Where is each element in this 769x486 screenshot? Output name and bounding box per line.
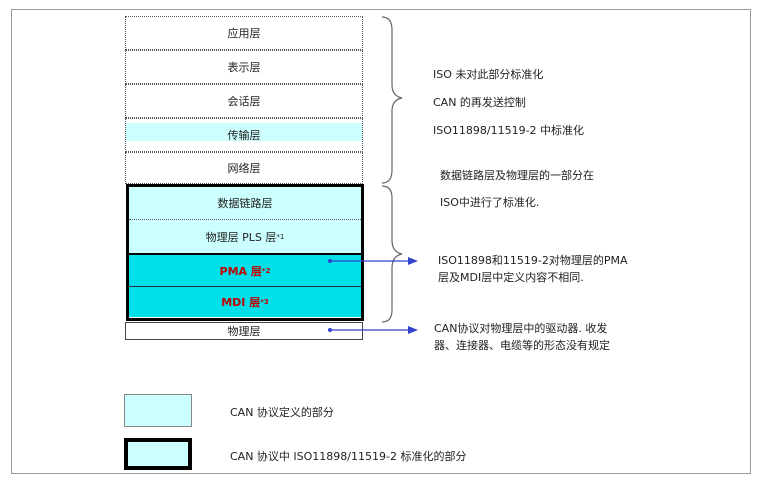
annotation-pma-diff-line2: 层及MDI层中定义内容不相同. xyxy=(438,271,584,284)
layer-mdi: MDI 层*3 xyxy=(129,287,361,317)
legend-can-defined-swatch xyxy=(124,394,192,427)
layer-physical-label: 物理层 xyxy=(227,325,261,338)
annotation-can-resend: CAN 的再发送控制 xyxy=(433,96,526,109)
layer-mdi-label: MDI 层 xyxy=(221,296,261,309)
layer-application-label: 应用层 xyxy=(227,27,261,40)
arrow-pma-origin xyxy=(328,259,332,263)
arrow-pma-head xyxy=(408,257,418,265)
layer-transport: 传输层 xyxy=(125,118,363,152)
legend-can-defined-label: CAN 协议定义的部分 xyxy=(230,406,334,419)
annotation-driver-line2: 器、连接器、电缆等的形态没有规定 xyxy=(434,339,610,352)
layer-pma-footnote: *2 xyxy=(261,266,271,275)
brace-lower xyxy=(381,185,403,323)
annotation-iso-standardized: ISO11898/11519-2 中标准化 xyxy=(433,124,585,137)
brace-upper xyxy=(381,16,403,184)
layer-pma-label: PMA 层 xyxy=(219,264,262,278)
annotation-data-link-line2: ISO中进行了标准化. xyxy=(440,196,540,209)
layer-data-link-label: 数据链路层 xyxy=(217,196,273,210)
arrow-physical-origin xyxy=(328,328,332,332)
annotation-data-link-line1: 数据链路层及物理层的一部分在 xyxy=(440,169,594,182)
layer-transport-label: 传输层 xyxy=(227,129,261,142)
layer-application: 应用层 xyxy=(125,16,363,50)
annotation-driver-line1: CAN协议对物理层中的驱动器. 收发 xyxy=(434,322,608,335)
layer-physical: 物理层 xyxy=(125,322,363,340)
layer-network-label: 网络层 xyxy=(227,162,261,175)
layer-pls-label: 物理层 PLS 层 xyxy=(205,231,277,244)
layer-session-label: 会话层 xyxy=(227,95,261,108)
layer-pls: 物理层 PLS 层*1 xyxy=(129,220,361,254)
layer-mdi-footnote: *3 xyxy=(260,298,269,306)
layer-pls-footnote: *1 xyxy=(276,233,285,241)
annotation-iso-not-standardized: ISO 未对此部分标准化 xyxy=(433,68,544,81)
arrow-physical-head xyxy=(408,326,418,334)
layer-data-link: 数据链路层 xyxy=(129,186,361,220)
layer-presentation: 表示层 xyxy=(125,50,363,84)
annotation-pma-diff-line1: ISO11898和11519-2对物理层的PMA xyxy=(438,254,628,267)
layer-presentation-label: 表示层 xyxy=(227,61,261,74)
layer-session: 会话层 xyxy=(125,84,363,118)
layer-network: 网络层 xyxy=(125,152,363,184)
legend-iso-standardized-label: CAN 协议中 ISO11898/11519-2 标准化的部分 xyxy=(230,450,467,463)
legend-iso-standardized-swatch xyxy=(124,438,192,470)
